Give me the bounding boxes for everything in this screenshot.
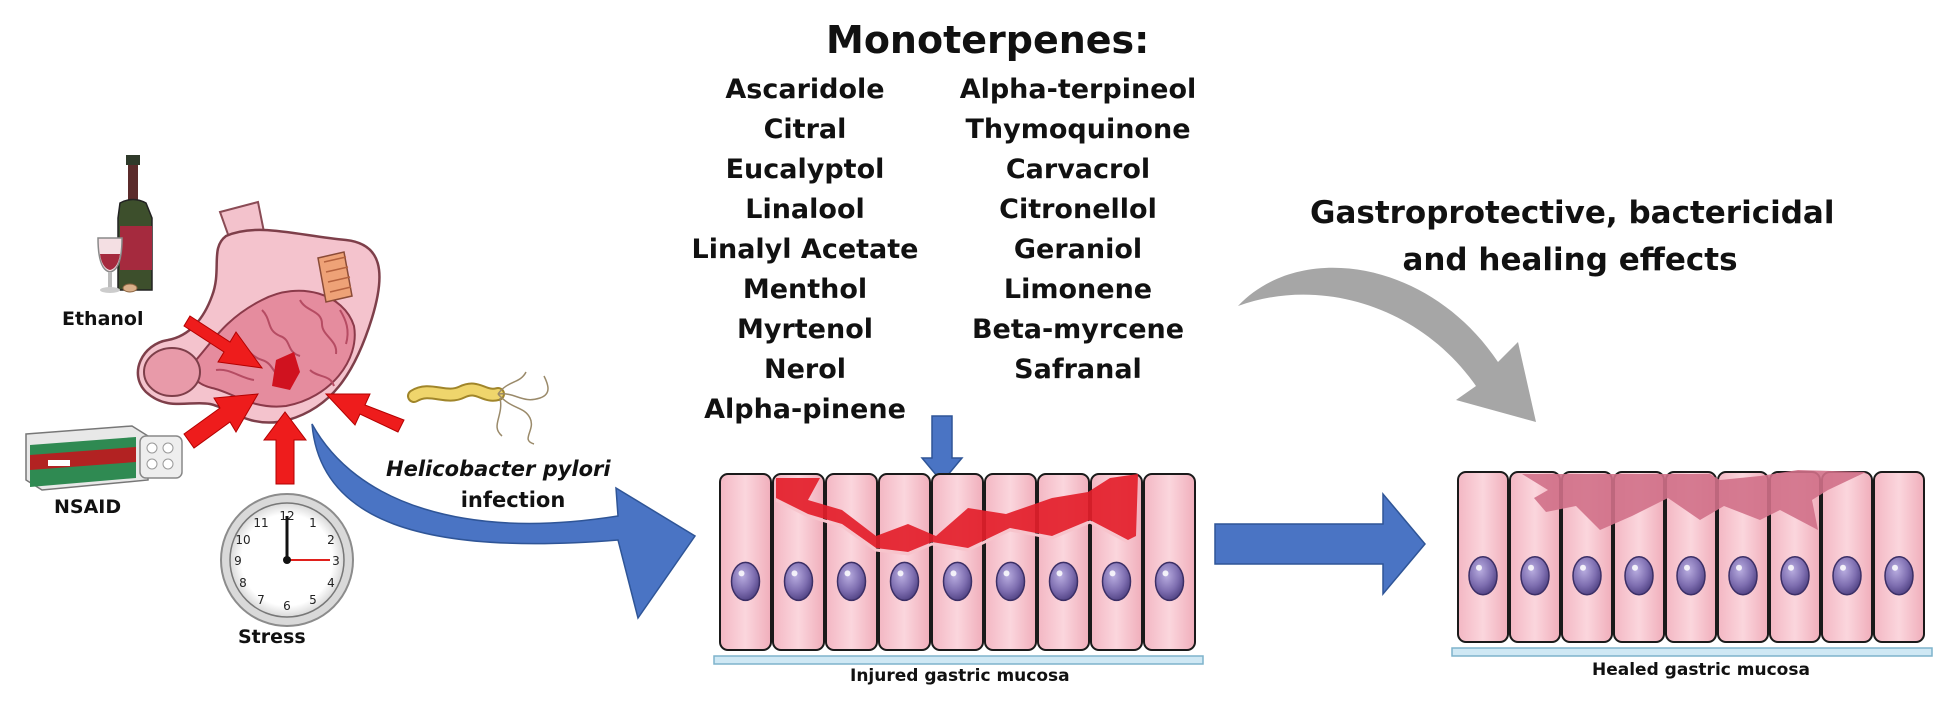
hpylori-label: Helicobacter pylori infection <box>386 454 611 516</box>
hpylori-arrow <box>324 393 405 433</box>
compound-item: Alpha-terpineol <box>959 74 1197 105</box>
compound-item: Beta-myrcene <box>971 314 1185 345</box>
svg-text:5: 5 <box>309 593 317 607</box>
compound-item: Carvacrol <box>1005 154 1151 185</box>
compound-item: Thymoquinone <box>965 114 1191 145</box>
ethanol-arrow <box>183 315 264 369</box>
healed-epithelium <box>1451 470 1933 657</box>
svg-text:7: 7 <box>257 593 265 607</box>
effects-line-2: and healing effects <box>1402 242 1738 278</box>
nsaid-label: NSAID <box>54 496 122 518</box>
cell-nucleus <box>1048 561 1079 602</box>
compound-item: Linalyl Acetate <box>691 234 919 265</box>
svg-text:4: 4 <box>327 576 335 590</box>
compound-item: Nerol <box>763 354 847 385</box>
compound-item: Alpha-pinene <box>704 394 906 425</box>
cell-nucleus <box>1572 555 1602 596</box>
compound-item: Citronellol <box>999 194 1157 225</box>
cell-nucleus <box>1154 561 1185 602</box>
cell-nucleus <box>1624 555 1654 596</box>
cell-nucleus <box>942 561 973 602</box>
compound-item: Linalool <box>745 194 865 225</box>
ethanol-label: Ethanol <box>62 308 144 330</box>
injured-epithelium <box>713 473 1204 665</box>
cell-nucleus <box>1101 561 1132 602</box>
svg-text:10: 10 <box>235 533 250 547</box>
cell-nucleus <box>889 561 920 602</box>
arrow-injured-to-healed <box>1214 491 1426 597</box>
cell-nucleus <box>1780 555 1810 596</box>
compound-item: Limonene <box>1003 274 1153 305</box>
nsaid-arrow <box>183 393 259 449</box>
stress-arrow <box>263 411 307 485</box>
hpylori-infection: infection <box>460 488 566 512</box>
svg-text:6: 6 <box>283 599 291 613</box>
curved-arrow-to-injury <box>311 423 697 620</box>
svg-text:3: 3 <box>332 554 340 568</box>
cell-nucleus <box>1468 555 1498 596</box>
stress-label: Stress <box>238 626 306 648</box>
wine-glass-icon <box>97 237 138 293</box>
compound-item: Safranal <box>1014 354 1142 385</box>
monoterpenes-title: Monoterpenes: <box>826 18 1150 62</box>
nsaid-box-icon <box>25 425 183 491</box>
injured-caption: Injured gastric mucosa <box>850 666 1070 686</box>
healed-caption: Healed gastric mucosa <box>1592 660 1810 680</box>
cell-nucleus <box>783 561 814 602</box>
injury-wound <box>776 474 1138 552</box>
compound-item: Ascaridole <box>725 74 885 105</box>
wine-bottle-icon <box>117 155 153 291</box>
risk-factor-arrows <box>183 315 405 485</box>
cell-nucleus <box>1520 555 1550 596</box>
compound-item: Menthol <box>742 274 868 305</box>
compound-item: Myrtenol <box>736 314 874 345</box>
svg-text:1: 1 <box>309 516 317 530</box>
cell-nucleus <box>1676 555 1706 596</box>
svg-text:11: 11 <box>253 516 268 530</box>
stomach-illustration <box>136 200 381 424</box>
effects-label: Gastroprotective, bactericidal and heali… <box>1310 190 1835 284</box>
cell-nucleus <box>836 561 867 602</box>
cell-nucleus <box>730 561 761 602</box>
effects-line-1: Gastroprotective, bactericidal <box>1310 195 1835 231</box>
monoterpene-down-arrow <box>920 415 964 484</box>
svg-text:9: 9 <box>234 554 242 568</box>
cell-nucleus <box>1884 555 1914 596</box>
compound-list-right: Alpha-terpineol Thymoquinone Carvacrol C… <box>948 70 1208 390</box>
compound-list-left: Ascaridole Citral Eucalyptol Linalool Li… <box>675 70 935 430</box>
healed-patch <box>1522 470 1866 530</box>
svg-text:8: 8 <box>239 576 247 590</box>
bacterium-icon <box>407 371 549 445</box>
cell-nucleus <box>995 561 1026 602</box>
compound-item: Citral <box>763 114 847 145</box>
cell-nucleus <box>1728 555 1758 596</box>
svg-text:2: 2 <box>327 533 335 547</box>
compound-item: Eucalyptol <box>725 154 885 185</box>
compound-item: Geraniol <box>1013 234 1143 265</box>
gray-curved-arrow <box>1238 267 1536 422</box>
hpylori-name: Helicobacter pylori <box>386 457 611 481</box>
cell-nucleus <box>1832 555 1862 596</box>
